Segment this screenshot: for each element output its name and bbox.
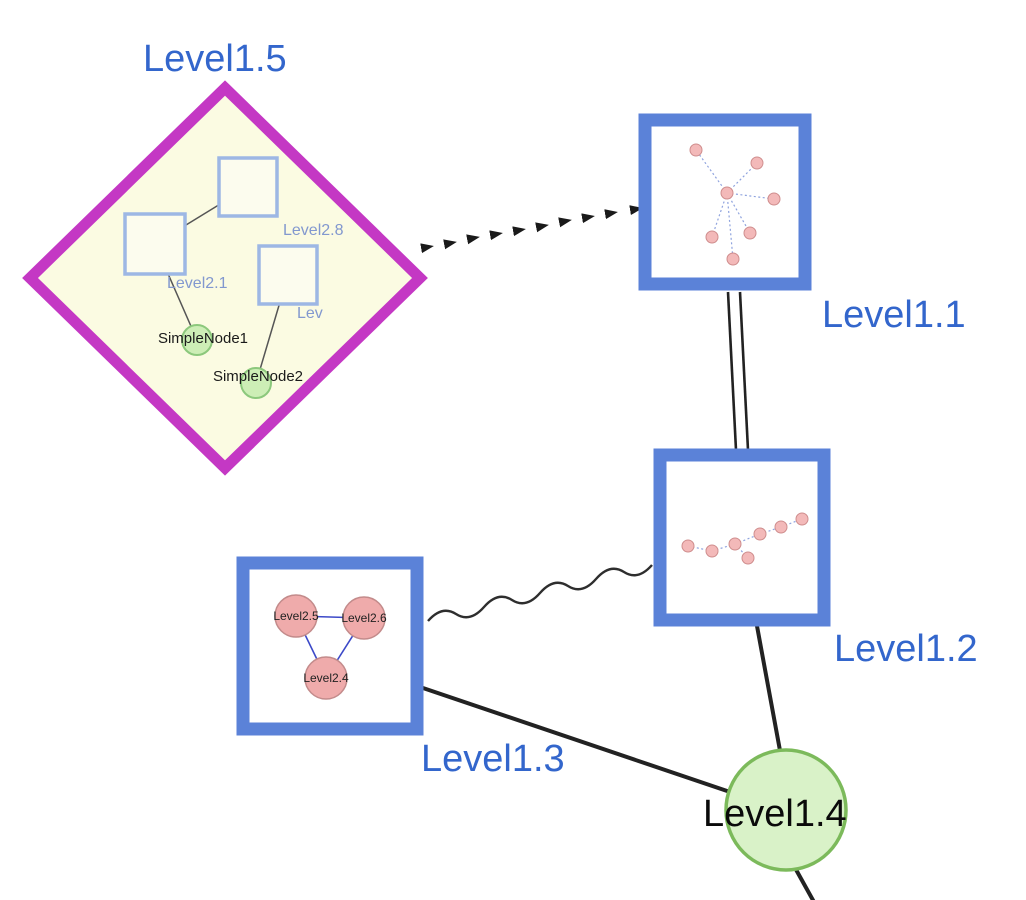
node-level13-group: Level2.5 Level2.6 Level2.4 Level1.3 [236, 556, 565, 780]
level11-inner-node [767, 192, 781, 206]
level12-inner-node [728, 537, 742, 551]
level12-inner-node [753, 527, 767, 541]
node-level25-circle[interactable] [274, 594, 318, 638]
node-label-level21: Level2.1 [167, 275, 228, 292]
double-edge-line-1 [726, 291, 738, 451]
node-level13-square[interactable] [236, 556, 424, 736]
node-label-level15: Level1.5 [143, 38, 287, 80]
level12-inner-graph [681, 512, 809, 565]
node-label-level14: Level1.4 [703, 793, 847, 835]
level12-inner-node [681, 539, 695, 553]
node-level15-group: Level2.8 Level2.1 Lev SimpleNode1 Simple… [22, 38, 428, 476]
node-label-simplenode1: SimpleNode1 [158, 330, 248, 347]
node-simplenode2-circle[interactable] [240, 367, 272, 399]
edge-level13-level12[interactable] [427, 564, 653, 622]
edge-level13-level14[interactable] [418, 685, 738, 796]
level13-inner-graph: Level2.5 Level2.6 Level2.4 [273, 594, 387, 700]
node-level21-square[interactable] [123, 212, 187, 276]
node-level12-group: Level1.2 [653, 448, 978, 670]
level11-inner-node [726, 252, 740, 266]
edge-level12-level14[interactable] [755, 624, 783, 758]
node-label-simplenode2: SimpleNode2 [213, 368, 303, 385]
edge-level11-level12[interactable] [726, 291, 750, 451]
level11-inner-node [720, 186, 734, 200]
level12-inner-node [774, 520, 788, 534]
node-lev-square[interactable] [257, 244, 319, 306]
node-label-level28: Level2.8 [283, 222, 344, 239]
node-level28-square[interactable] [217, 156, 279, 218]
node-label-level12: Level1.2 [834, 628, 978, 670]
level12-inner-edge [734, 543, 749, 559]
node-label-lev: Lev [297, 305, 323, 322]
node-label-level25: Level2.5 [273, 609, 319, 623]
node-level24-circle[interactable] [304, 656, 348, 700]
node-simplenode1-circle[interactable] [181, 324, 213, 356]
node-level15-diamond[interactable] [22, 80, 428, 476]
level11-inner-node [750, 156, 764, 170]
level11-inner-edge [711, 192, 728, 238]
node-level12-square[interactable] [653, 448, 831, 627]
edge-level14-offscreen[interactable] [792, 864, 816, 900]
node-level26-circle[interactable] [342, 596, 386, 640]
node-level14-group: Level1.4 [703, 748, 848, 872]
node-level11-square[interactable] [638, 113, 812, 291]
level12-inner-node [705, 544, 719, 558]
level11-inner-node [743, 226, 757, 240]
node-label-level13: Level1.3 [421, 738, 565, 780]
node-label-level26: Level2.6 [341, 611, 387, 625]
double-edge-line-2 [738, 291, 750, 451]
level11-inner-node [705, 230, 719, 244]
level11-inner-edge [726, 192, 775, 200]
level12-inner-node [741, 551, 755, 565]
node-level11-group: Level1.1 [638, 113, 966, 336]
edge-level15-level11[interactable] [420, 205, 643, 254]
level11-inner-edge [726, 192, 734, 260]
node-label-level11: Level1.1 [822, 294, 966, 336]
node-label-level24: Level2.4 [303, 671, 349, 685]
node-level14-circle[interactable] [724, 748, 848, 872]
level11-inner-edge [726, 192, 751, 234]
level11-inner-node [689, 143, 703, 157]
level12-inner-node [795, 512, 809, 526]
level11-inner-graph [689, 143, 781, 266]
